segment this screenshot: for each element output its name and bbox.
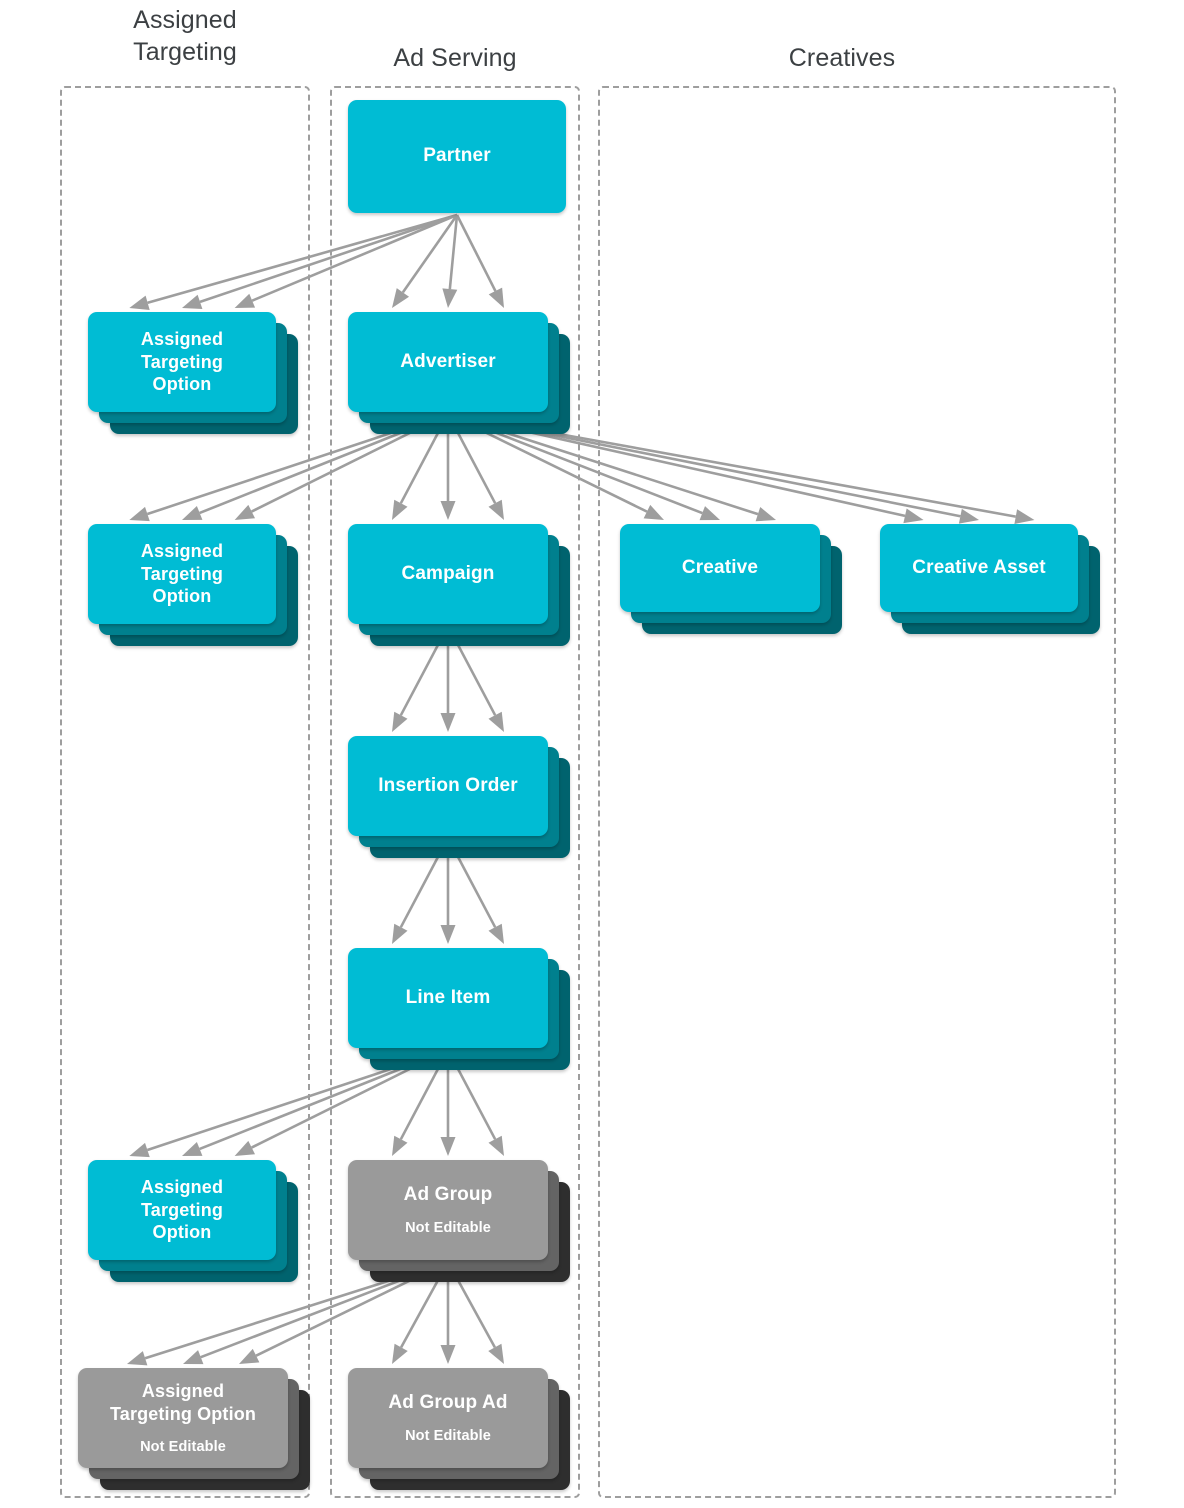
node-face[interactable]: Creative <box>620 524 820 612</box>
node-label-line: Line Item <box>405 986 491 1008</box>
node-label-line: Assigned <box>140 328 224 349</box>
node-label-line: Option <box>152 1222 212 1243</box>
lane-assigned-targeting <box>60 86 310 1498</box>
node-partner[interactable]: Partner <box>348 100 566 213</box>
node-label: Line Item <box>398 986 499 1010</box>
node-label-line: Assigned <box>140 540 224 561</box>
node-face[interactable]: Campaign <box>348 524 548 624</box>
node-sublabel: Not Editable <box>405 1427 491 1444</box>
node-creative[interactable]: Creative <box>620 524 842 634</box>
node-label: Campaign <box>393 562 502 586</box>
node-label-line: Creative Asset <box>912 556 1046 578</box>
node-label-line: Targeting <box>140 563 224 584</box>
node-face[interactable]: Ad Group Ad Not Editable <box>348 1368 548 1468</box>
node-ad-group-ad[interactable]: Ad Group Ad Not Editable <box>348 1368 570 1490</box>
lane-ad-serving <box>330 86 580 1498</box>
node-insertion-order[interactable]: Insertion Order <box>348 736 570 858</box>
node-label-line: Assigned <box>140 1176 224 1197</box>
node-label-line: Ad Group <box>403 1183 493 1205</box>
node-face[interactable]: Line Item <box>348 948 548 1048</box>
column-title-line: Assigned <box>133 6 237 34</box>
node-label-line: Ad Group Ad <box>388 1391 508 1413</box>
node-label: Partner <box>415 144 499 168</box>
node-label: Ad Group Ad <box>380 1391 515 1415</box>
node-label-line: Campaign <box>401 562 495 584</box>
node-face[interactable]: Partner <box>348 100 566 213</box>
node-label: Advertiser <box>392 350 504 374</box>
node-campaign[interactable]: Campaign <box>348 524 570 646</box>
column-title-line: Targeting <box>133 38 237 66</box>
node-line-item[interactable]: Line Item <box>348 948 570 1070</box>
node-label-line: Targeting <box>140 351 224 372</box>
node-label-line: Advertiser <box>400 350 496 372</box>
node-label: Insertion Order <box>370 774 526 798</box>
node-label-line: Option <box>152 374 212 395</box>
node-label-line: Option <box>152 586 212 607</box>
node-label-line: Targeting <box>140 1199 224 1220</box>
node-creative-asset[interactable]: Creative Asset <box>880 524 1100 634</box>
column-title-line: Ad Serving <box>393 44 517 72</box>
column-title-creatives: Creatives <box>600 42 1084 74</box>
column-title-ad-serving: Ad Serving <box>330 42 580 74</box>
node-label-line: Targeting Option <box>109 1403 257 1424</box>
node-advertiser[interactable]: Advertiser <box>348 312 570 434</box>
node-label-line: Partner <box>423 145 491 167</box>
node-sublabel: Not Editable <box>140 1438 226 1455</box>
node-face[interactable]: Insertion Order <box>348 736 548 836</box>
lane-creatives <box>598 86 1116 1498</box>
column-title-assigned-targeting: Assigned Targeting <box>60 4 310 68</box>
node-face[interactable]: Creative Asset <box>880 524 1078 612</box>
node-label: Creative Asset <box>904 556 1053 580</box>
node-label: Creative <box>674 556 766 580</box>
node-label-line: Assigned <box>141 1380 225 1401</box>
node-sublabel: Not Editable <box>405 1219 491 1236</box>
node-face[interactable]: Advertiser <box>348 312 548 412</box>
node-label: Ad Group <box>396 1183 501 1207</box>
column-title-line: Creatives <box>788 44 896 72</box>
node-label-line: Creative <box>681 556 759 578</box>
node-label-line: Insertion Order <box>378 774 518 796</box>
